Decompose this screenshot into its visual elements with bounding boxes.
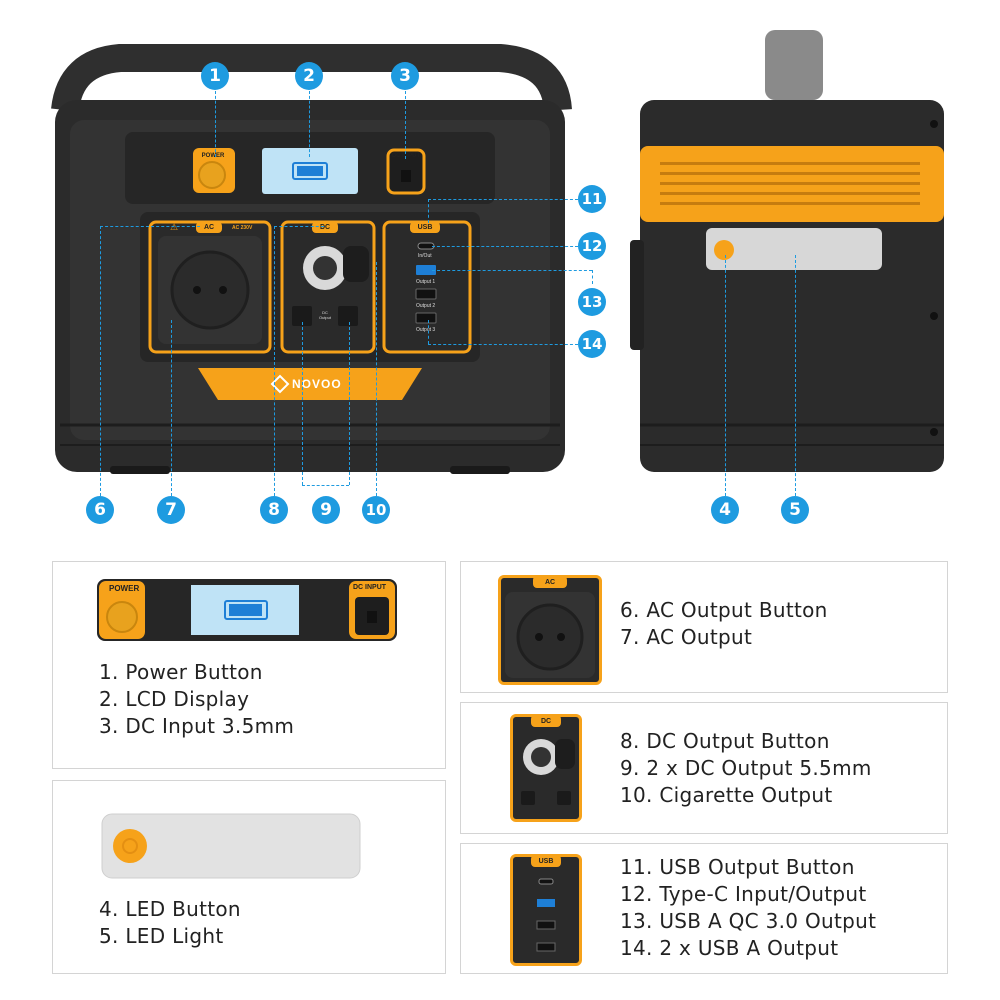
controls-description-list: 1. Power Button 2. LCD Display 3. DC Inp… bbox=[99, 659, 294, 740]
leader-line-7 bbox=[171, 320, 172, 496]
leader-line-2 bbox=[309, 91, 310, 157]
card-controls: POWER DC INPUT 1. Power Button 2. LCD Di… bbox=[52, 561, 446, 769]
usb-output2-label: Output 2 bbox=[416, 303, 436, 309]
dc-input-tag: DC INPUT bbox=[391, 152, 421, 159]
leader-line-14a bbox=[428, 320, 429, 344]
card-usb: USB 11. USB Output Button 12. Type-C Inp… bbox=[460, 843, 948, 974]
dc-tag: DC bbox=[312, 222, 338, 233]
ac-tag: AC bbox=[196, 222, 222, 233]
dc-item-8: 8. DC Output Button bbox=[620, 729, 830, 753]
dc-closeup bbox=[510, 714, 582, 822]
power-station-front-view bbox=[51, 44, 572, 474]
leader-line-10 bbox=[376, 262, 377, 496]
usb-item-12: 12. Type-C Input/Output bbox=[620, 882, 867, 906]
closeup-ac-tag: AC bbox=[533, 576, 567, 588]
closeup-dc-tag: DC bbox=[531, 715, 561, 727]
control-panel-closeup bbox=[97, 579, 397, 641]
leader-line-13 bbox=[432, 270, 592, 271]
usb-description-list: 11. USB Output Button 12. Type-C Input/O… bbox=[620, 854, 876, 962]
callout-13: 13 bbox=[578, 288, 606, 316]
leader-line-3 bbox=[405, 91, 406, 159]
ac-item-6: 6. AC Output Button bbox=[620, 598, 828, 622]
ac-description-list: 6. AC Output Button 7. AC Output bbox=[620, 597, 828, 651]
leader-line-6h bbox=[100, 226, 200, 227]
ac-voltage-label: AC 230V bbox=[232, 225, 253, 231]
callout-9: 9 bbox=[312, 496, 340, 524]
brand-logo: NOVOO bbox=[292, 377, 342, 391]
controls-item-2: 2. LCD Display bbox=[99, 687, 250, 711]
card-dc: DC 8. DC Output Button 9. 2 x DC Output … bbox=[460, 702, 948, 834]
leader-line-8h bbox=[274, 226, 324, 227]
callout-2: 2 bbox=[295, 62, 323, 90]
ac-warning-icon: ⚠ bbox=[170, 222, 179, 232]
usb-item-13: 13. USB A QC 3.0 Output bbox=[620, 909, 877, 933]
callout-7: 7 bbox=[157, 496, 185, 524]
ac-socket-icon bbox=[505, 592, 595, 678]
usb-output3-label: Output 3 bbox=[416, 327, 436, 333]
leader-line-1 bbox=[215, 91, 216, 157]
leader-line-6 bbox=[100, 226, 101, 496]
controls-item-3: 3. DC Input 3.5mm bbox=[99, 714, 295, 738]
callout-4: 4 bbox=[711, 496, 739, 524]
closeup-power-tag: POWER bbox=[109, 584, 140, 593]
leader-line-11 bbox=[428, 199, 578, 200]
usb-ports-icon bbox=[536, 878, 556, 952]
leader-line-5 bbox=[795, 255, 796, 496]
callout-14: 14 bbox=[578, 330, 606, 358]
closeup-usb-tag: USB bbox=[531, 855, 561, 867]
closeup-dc-input-tag: DC INPUT bbox=[353, 584, 387, 591]
dc-output-label: DC Output bbox=[318, 310, 331, 320]
callout-3: 3 bbox=[391, 62, 419, 90]
usb-output1-label: Output 1 bbox=[416, 279, 436, 285]
card-ac: AC 6. AC Output Button 7. AC Output bbox=[460, 561, 948, 693]
card-led: 4. LED Button 5. LED Light bbox=[52, 780, 446, 974]
leader-line-4 bbox=[725, 255, 726, 496]
leader-line-12 bbox=[432, 246, 578, 247]
led-item-5: 5. LED Light bbox=[99, 924, 224, 948]
leader-line-9b bbox=[349, 322, 350, 485]
usb-item-11: 11. USB Output Button bbox=[620, 855, 855, 879]
led-light-closeup bbox=[101, 813, 361, 879]
callout-12: 12 bbox=[578, 232, 606, 260]
controls-item-1: 1. Power Button bbox=[99, 660, 263, 684]
usb-closeup bbox=[510, 854, 582, 966]
ac-closeup bbox=[498, 575, 602, 685]
led-item-4: 4. LED Button bbox=[99, 897, 241, 921]
usb-in-out-label: In/Out bbox=[418, 253, 432, 259]
leader-line-13b bbox=[592, 270, 593, 284]
led-description-list: 4. LED Button 5. LED Light bbox=[99, 896, 241, 950]
dc-description-list: 8. DC Output Button 9. 2 x DC Output 5.5… bbox=[620, 728, 872, 809]
callout-6: 6 bbox=[86, 496, 114, 524]
callout-1: 1 bbox=[201, 62, 229, 90]
leader-line-14 bbox=[428, 344, 578, 345]
power-station-side-view bbox=[630, 30, 944, 472]
callout-10: 10 bbox=[362, 496, 390, 524]
dc-item-9: 9. 2 x DC Output 5.5mm bbox=[620, 756, 872, 780]
dc-item-10: 10. Cigarette Output bbox=[620, 783, 833, 807]
callout-5: 5 bbox=[781, 496, 809, 524]
leader-line-9h bbox=[302, 485, 349, 486]
power-tag: POWER bbox=[201, 152, 225, 159]
callout-11: 11 bbox=[578, 185, 606, 213]
usb-tag: USB bbox=[410, 222, 440, 233]
leader-line-9a bbox=[302, 322, 303, 485]
leader-line-8 bbox=[274, 226, 275, 496]
leader-line-11b bbox=[428, 199, 429, 223]
ac-item-7: 7. AC Output bbox=[620, 625, 753, 649]
dc-ports-icon bbox=[521, 739, 575, 805]
callout-8: 8 bbox=[260, 496, 288, 524]
usb-item-14: 14. 2 x USB A Output bbox=[620, 936, 839, 960]
